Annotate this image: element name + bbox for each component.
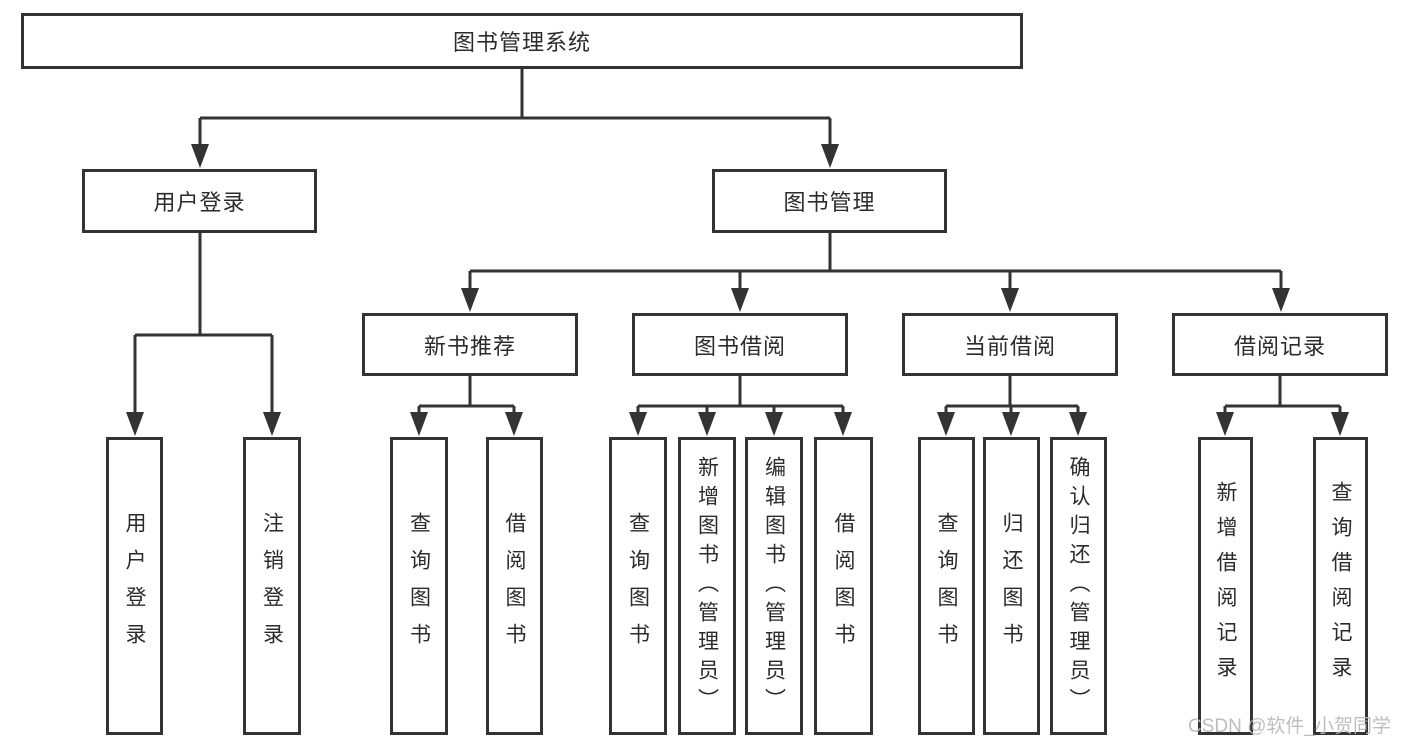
leaf-borrow-add-book-admin: 新增图书（管理员）: [678, 437, 736, 735]
leaf-borrow-edit-book-admin: 编辑图书（管理员）: [745, 437, 803, 735]
node-user-login: 用户登录: [82, 169, 317, 233]
leaf-user-login: 用户登录: [106, 437, 163, 735]
node-book-management: 图书管理: [712, 169, 947, 233]
leaf-records-query-record: 查询借阅记录: [1313, 437, 1368, 735]
leaf-recommend-borrow-book: 借阅图书: [486, 437, 543, 735]
leaf-current-query-book: 查询图书: [918, 437, 975, 735]
leaf-current-return-book: 归还图书: [983, 437, 1040, 735]
leaf-current-confirm-return-admin: 确认归还（管理员）: [1050, 437, 1107, 735]
node-borrowing-records: 借阅记录: [1172, 313, 1388, 376]
node-current-borrowing: 当前借阅: [902, 313, 1118, 376]
arrowheads: [126, 144, 1349, 436]
leaf-borrow-borrow-book: 借阅图书: [814, 437, 873, 735]
leaf-borrow-query-book: 查询图书: [609, 437, 667, 735]
node-library-system: 图书管理系统: [21, 13, 1023, 69]
leaf-recommend-query-book: 查询图书: [390, 437, 448, 735]
node-book-borrowing: 图书借阅: [632, 313, 848, 376]
watermark: CSDN @软件_小贺同学: [1188, 716, 1391, 737]
node-new-book-recommend: 新书推荐: [362, 313, 578, 376]
leaf-records-add-record: 新增借阅记录: [1198, 437, 1253, 735]
leaf-logout: 注销登录: [243, 437, 301, 735]
